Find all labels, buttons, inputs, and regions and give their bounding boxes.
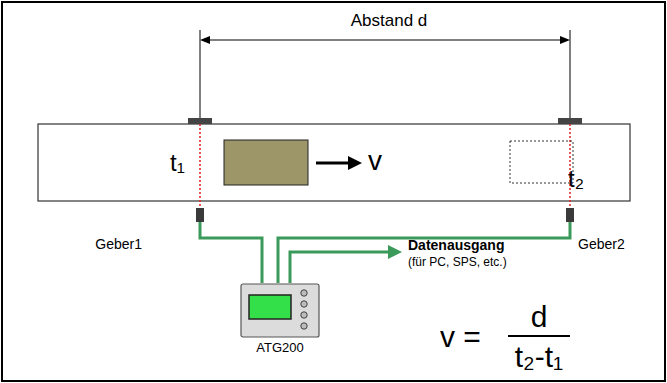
dimension-line [204, 39, 566, 40]
moving-object [224, 140, 308, 185]
text-label: v [368, 146, 382, 177]
conveyor-band [38, 124, 630, 201]
arrowhead [560, 36, 570, 44]
data-output-wire [290, 252, 390, 283]
signal-wire [278, 222, 570, 283]
light-beam [199, 124, 201, 208]
device-body [240, 283, 320, 338]
fraction-bar [508, 335, 570, 337]
signal-wire [200, 222, 262, 283]
counter-device: ATG200 [240, 283, 320, 338]
text-label: t₂ [568, 166, 584, 192]
text-label: t₂-t₁ [515, 340, 563, 373]
sensor-box: Geber1 [196, 208, 204, 222]
arrowhead [200, 36, 210, 44]
text-label: Abstand d [347, 12, 432, 31]
reflector [558, 118, 582, 124]
velocity-arrow [316, 162, 352, 165]
node-label: Geber1 [95, 237, 142, 252]
node-label: ATG200 [256, 341, 303, 355]
node-label: Geber2 [578, 237, 625, 252]
arrowhead [388, 245, 402, 259]
text-label: d [531, 300, 548, 333]
text-label: (für PC, SPS, etc.) [408, 256, 507, 269]
object-later [510, 141, 573, 183]
text-label: v = [440, 320, 481, 353]
text-label: Datenausgang [408, 238, 504, 253]
sensor-box: Geber2 [566, 208, 574, 222]
arrowhead [348, 156, 362, 170]
reflector [188, 118, 212, 124]
text-label: t₁ [170, 150, 185, 176]
extension-line [570, 30, 571, 118]
extension-line [200, 30, 201, 118]
